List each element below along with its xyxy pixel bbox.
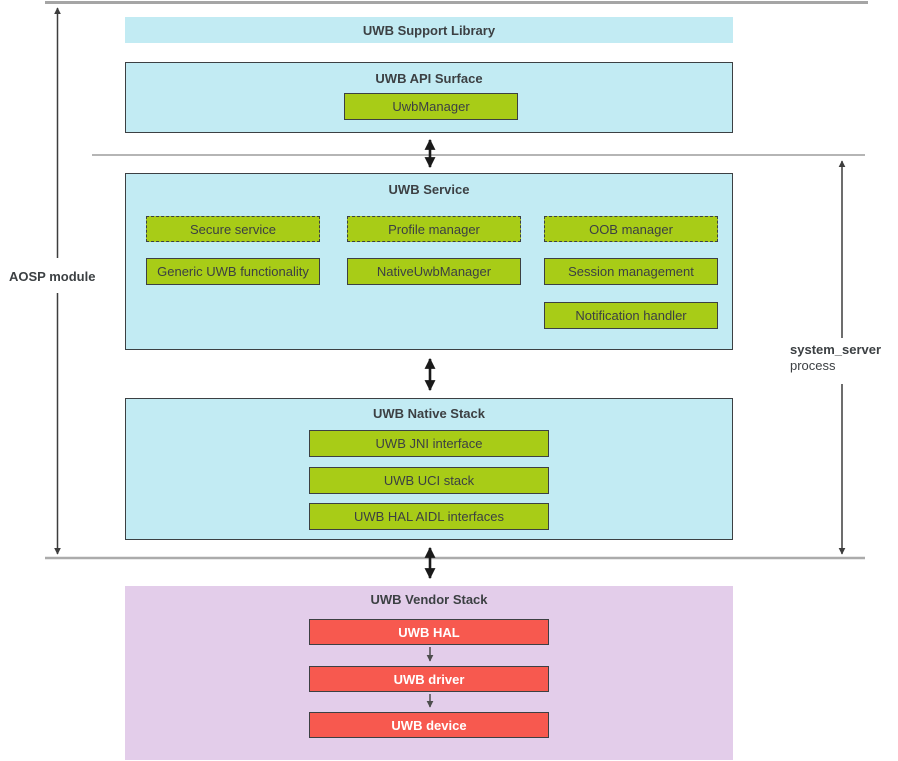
uwb-jni-interface-chip: UWB JNI interface (309, 430, 549, 457)
uwb-support-library-box: UWB Support Library (125, 17, 733, 43)
uwb-api-surface-box: UWB API Surface UwbManager (125, 62, 733, 133)
system-server-label: system_server process (790, 342, 881, 374)
uwb-driver-chip: UWB driver (309, 666, 549, 692)
uwb-vendor-stack-box: UWB Vendor Stack UWB HAL UWB driver UWB … (125, 586, 733, 760)
system-server-label-line2: process (790, 358, 836, 373)
secure-service-chip: Secure service (146, 216, 320, 242)
uwb-support-library-title: UWB Support Library (362, 22, 496, 38)
uwbmanager-chip: UwbManager (344, 93, 518, 120)
system-server-label-line1: system_server (790, 342, 882, 357)
uwb-native-stack-box: UWB Native Stack UWB JNI interface UWB U… (125, 398, 733, 540)
uwb-vendor-stack-title: UWB Vendor Stack (370, 592, 488, 607)
profile-manager-chip: Profile manager (347, 216, 521, 242)
uwb-hal-chip: UWB HAL (309, 619, 549, 645)
uwb-hal-aidl-interfaces-chip: UWB HAL AIDL interfaces (309, 503, 549, 530)
session-management-chip: Session management (544, 258, 718, 285)
generic-uwb-functionality-chip: Generic UWB functionality (146, 258, 320, 285)
uwb-api-surface-title: UWB API Surface (375, 71, 483, 86)
uwb-native-stack-title: UWB Native Stack (373, 406, 485, 421)
uwb-service-title: UWB Service (388, 182, 470, 197)
aosp-module-label: AOSP module (9, 269, 96, 284)
nativeuwbmanager-chip: NativeUwbManager (347, 258, 521, 285)
oob-manager-chip: OOB manager (544, 216, 718, 242)
uwb-device-chip: UWB device (309, 712, 549, 738)
uwb-uci-stack-chip: UWB UCI stack (309, 467, 549, 494)
notification-handler-chip: Notification handler (544, 302, 718, 329)
uwb-service-box: UWB Service Secure service Profile manag… (125, 173, 733, 350)
